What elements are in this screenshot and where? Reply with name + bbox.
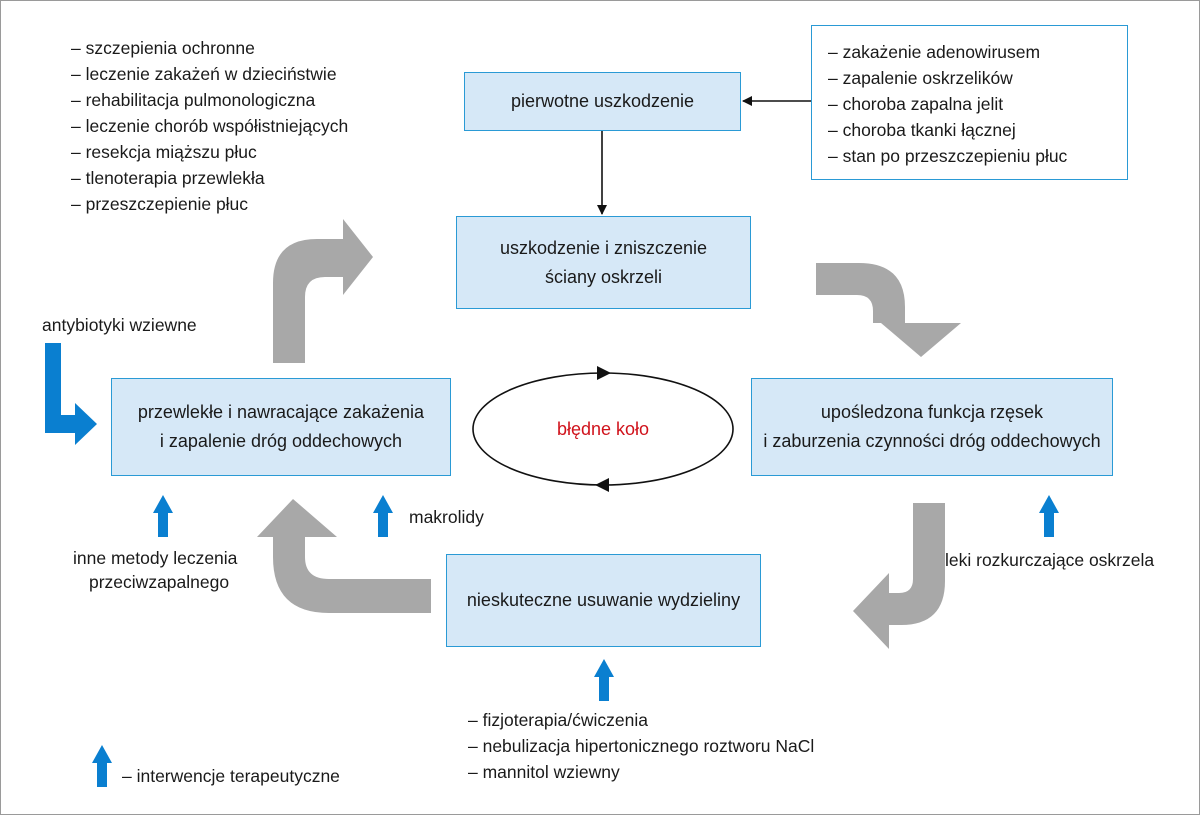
causes-list-item: – choroba zapalna jelit — [828, 94, 1004, 114]
label-anti-inflammatory-line-1: inne metody leczenia — [73, 548, 238, 568]
intervention-arrow-macrolides-icon — [373, 495, 393, 537]
secretion-treatments-item: – nebulizacja hipertonicznego roztworu N… — [468, 736, 815, 756]
treatments-list: – szczepienia ochronne – leczenie zakaże… — [71, 35, 348, 217]
intervention-arrow-bronchodilators-icon — [1039, 495, 1059, 537]
treatments-list-item: – przeszczepienie płuc — [71, 194, 249, 214]
box-cilia-line-1: upośledzona funkcja rzęsek — [820, 402, 1044, 422]
treatments-list-item: – tlenoterapia przewlekła — [71, 168, 265, 188]
box-wall-damage-line-1: uszkodzenie i zniszczenie — [499, 237, 708, 258]
box-secretion-clearance: nieskuteczne usuwanie wydzieliny — [446, 554, 761, 647]
intervention-arrow-anti-inflammatory-icon — [153, 495, 173, 537]
legend-arrow-icon — [92, 745, 112, 787]
causes-list-item: – choroba tkanki łącznej — [828, 120, 1016, 140]
box-wall-damage-line-2: ściany oskrzeli — [544, 266, 663, 287]
treatments-list-item: – resekcja miąższu płuc — [71, 142, 257, 162]
secretion-treatments-item: – fizjoterapia/ćwiczenia — [468, 710, 648, 730]
cycle-arrow-secretion-to-infections — [257, 499, 431, 613]
causes-list-item: – stan po przeszczepieniu płuc — [828, 146, 1068, 166]
box-primary-damage-line: pierwotne uszkodzenie — [510, 91, 695, 111]
vicious-circle-label: błędne koło — [556, 419, 650, 439]
treatments-list-item: – leczenie chorób współistniejących — [71, 116, 349, 136]
cycle-arrow-cilia-to-secretion — [853, 503, 945, 649]
intervention-arrow-secretion-icon — [594, 659, 614, 701]
label-antibiotics: antybiotyki wziewne — [42, 315, 197, 335]
treatments-list-item: – leczenie zakażeń w dzieciństwie — [71, 64, 337, 84]
causes-list-box — [811, 25, 1128, 180]
label-macrolides: makrolidy — [409, 507, 484, 527]
causes-list-item: – zakażenie adenowirusem — [828, 42, 1041, 62]
causes-list-item: – zapalenie oskrzelików — [828, 68, 1013, 88]
causes-list: – zakażenie adenowirusem – zapalenie osk… — [828, 39, 1067, 169]
vicious-circle-arrowhead-top — [597, 366, 611, 380]
box-cilia-line-2: i zaburzenia czynności dróg oddechowych — [763, 431, 1101, 451]
legend-label: – interwencje terapeutyczne — [122, 766, 340, 786]
vicious-circle-arrowhead-bottom — [595, 478, 609, 492]
antibiotics-elbow-arrow-icon — [45, 343, 97, 445]
box-infections-line-2: i zapalenie dróg oddechowych — [159, 431, 403, 451]
box-cilia-dysfunction: upośledzona funkcja rzęsek i zaburzenia … — [751, 378, 1113, 476]
label-anti-inflammatory-line-2: przeciwzapalnego — [89, 572, 230, 592]
box-wall-damage: uszkodzenie i zniszczenie ściany oskrzel… — [456, 216, 751, 309]
cycle-arrow-wall-to-cilia — [816, 263, 961, 357]
secretion-treatments-item: – mannitol wziewny — [468, 762, 620, 782]
secretion-treatments-list: – fizjoterapia/ćwiczenia – nebulizacja h… — [468, 707, 814, 785]
box-primary-damage: pierwotne uszkodzenie — [464, 72, 741, 131]
treatments-list-item: – rehabilitacja pulmonologiczna — [71, 90, 316, 110]
label-bronchodilators: leki rozkurczające oskrzela — [945, 550, 1155, 570]
box-infections: przewlekłe i nawracające zakażenia i zap… — [111, 378, 451, 476]
cycle-arrow-infections-to-wall — [273, 219, 373, 363]
box-secretion-line: nieskuteczne usuwanie wydzieliny — [466, 590, 741, 610]
box-infections-line-1: przewlekłe i nawracające zakażenia — [137, 402, 425, 422]
treatments-list-item: – szczepienia ochronne — [71, 38, 255, 58]
